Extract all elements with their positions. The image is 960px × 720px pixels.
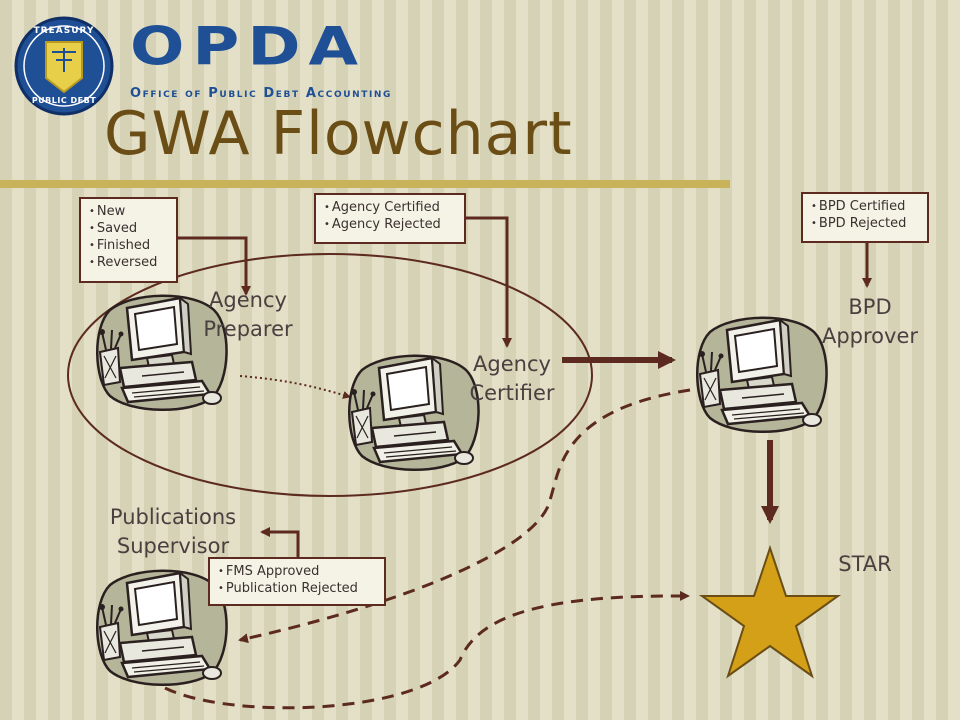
bpd-approver-label: BPD Approver bbox=[821, 295, 919, 348]
brand-subtitle: Office of Public Debt Accounting bbox=[130, 86, 393, 101]
status-item: Saved bbox=[89, 220, 170, 237]
agency-certifier-label: Agency Certifier bbox=[469, 352, 555, 405]
seal-text: TREASURY PUBLIC DEBT bbox=[16, 18, 112, 114]
seal-top-text: TREASURY bbox=[33, 26, 95, 36]
treasury-seal-icon bbox=[14, 16, 114, 116]
certifier-status-box: Agency Certified Agency Rejected bbox=[314, 193, 466, 244]
status-item: Reversed bbox=[89, 254, 170, 271]
status-item: New bbox=[89, 203, 170, 220]
certifier-status-connector bbox=[465, 216, 512, 348]
brand-logo: OPDA Office of Public Debt Accounting bbox=[130, 20, 450, 110]
publications-to-star-arrow bbox=[164, 590, 690, 710]
seal-bottom-text: PUBLIC DEBT bbox=[31, 96, 97, 105]
status-item: Agency Certified bbox=[324, 199, 458, 216]
star-label: STAR bbox=[838, 552, 892, 576]
preparer-status-box: New Saved Finished Reversed bbox=[79, 197, 178, 283]
agency-preparer-label: Agency Preparer bbox=[203, 288, 293, 341]
preparer-to-certifier-arrow bbox=[239, 375, 351, 399]
approver-status-box: BPD Certified BPD Rejected bbox=[801, 192, 929, 243]
agency-group-oval bbox=[67, 253, 593, 497]
title-divider bbox=[0, 180, 730, 188]
publications-status-box: FMS Approved Publication Rejected bbox=[208, 557, 386, 606]
status-item: BPD Rejected bbox=[811, 215, 921, 232]
brand-name: OPDA bbox=[130, 16, 366, 78]
status-item: Agency Rejected bbox=[324, 216, 458, 233]
status-item: BPD Certified bbox=[811, 198, 921, 215]
status-item: FMS Approved bbox=[218, 563, 378, 580]
status-item: Publication Rejected bbox=[218, 580, 378, 597]
star-icon bbox=[698, 544, 842, 679]
publications-supervisor-label: Publications Supervisor bbox=[109, 505, 237, 558]
page-title: GWA Flowchart bbox=[104, 99, 573, 169]
publications-status-connector bbox=[260, 527, 300, 558]
preparer-status-connector bbox=[177, 236, 251, 296]
status-item: Finished bbox=[89, 237, 170, 254]
